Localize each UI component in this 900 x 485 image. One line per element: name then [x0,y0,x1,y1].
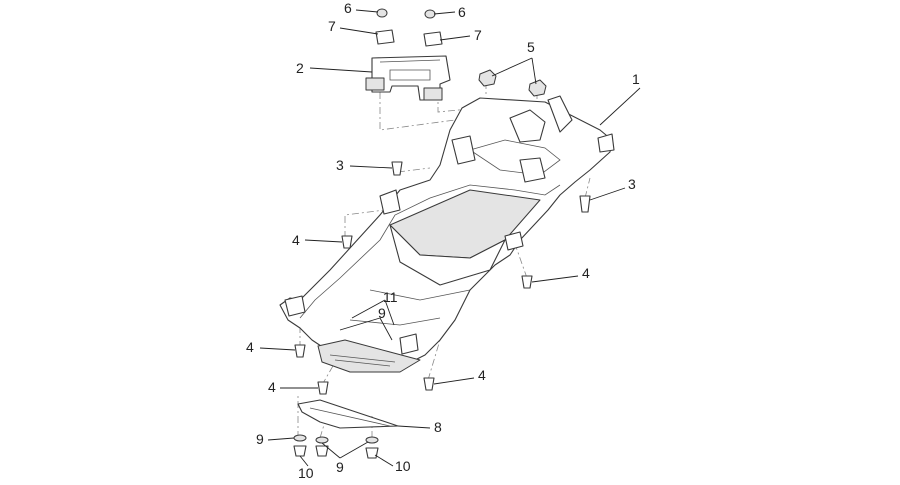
callout-11: 11 [383,289,398,305]
callout-10-right: 10 [395,458,411,474]
callout-4-mid-left: 4 [246,339,254,355]
callout-3-left: 3 [336,157,344,173]
callout-7-right: 7 [474,27,482,43]
callout-8: 8 [434,419,442,435]
callout-4-upper-left: 4 [292,232,300,248]
callout-6-left: 6 [344,0,352,16]
callout-9-upper: 9 [378,305,386,321]
part-cover-plate [297,399,399,429]
leader-lines [259,9,641,467]
part-underseat-tray [279,95,615,373]
callout-9-left: 9 [256,431,264,447]
callout-10-left: 10 [298,465,314,480]
callout-4-lower-right: 4 [478,367,486,383]
callout-9-bottom: 9 [336,459,344,475]
callout-6-right: 6 [458,4,466,20]
callout-4-lower-left: 4 [268,379,276,395]
callout-labels: 1 2 3 3 4 4 4 4 4 5 6 6 7 7 8 9 9 9 10 1… [246,0,640,481]
callout-4-right: 4 [582,265,590,281]
callout-2: 2 [296,60,304,76]
callout-5: 5 [527,39,535,55]
callout-7-left: 7 [328,18,336,34]
callout-1: 1 [632,71,640,87]
part-bracket [365,55,451,101]
callout-3-right: 3 [628,176,636,192]
part-nuts-5 [478,69,547,97]
part-screws [294,161,591,395]
part-nuts-clips [375,8,443,47]
